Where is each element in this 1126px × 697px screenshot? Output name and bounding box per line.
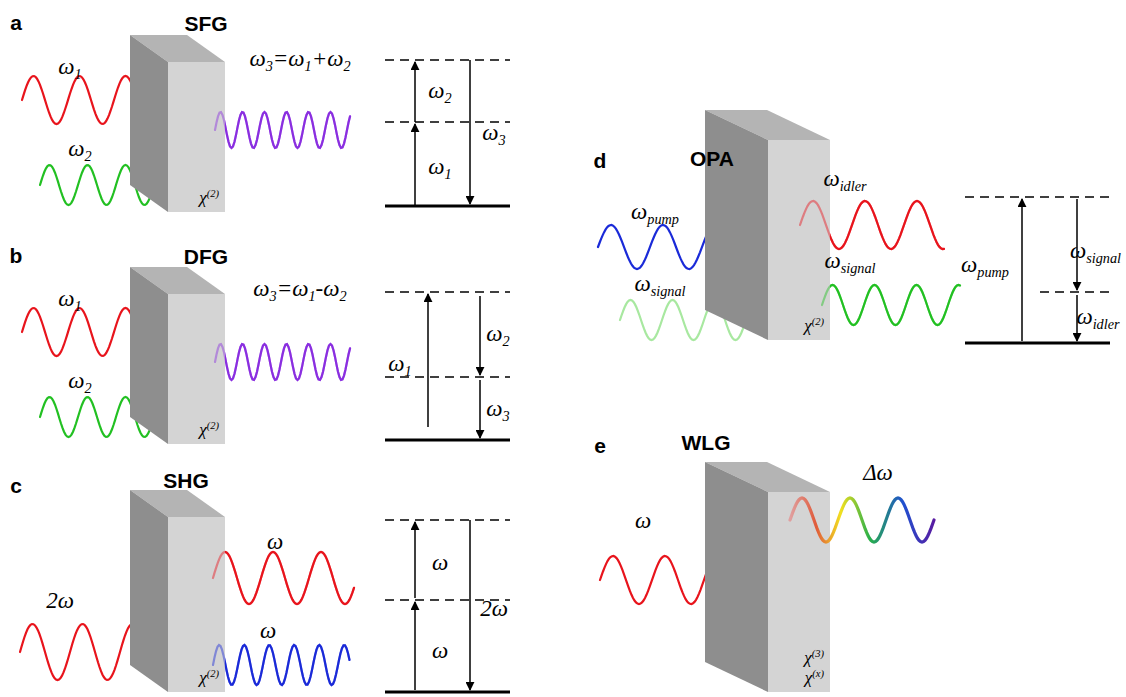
transition-label: ω2 bbox=[428, 79, 451, 105]
wave-label: Δω bbox=[863, 461, 893, 484]
transition-arrow bbox=[414, 62, 416, 122]
transition-label: ω1 bbox=[388, 352, 411, 378]
transition-arrow bbox=[414, 124, 416, 206]
light-wave bbox=[225, 552, 354, 604]
transition-label: ω1 bbox=[428, 155, 451, 181]
light-wave bbox=[830, 201, 944, 249]
transition-label: ω3 bbox=[482, 121, 505, 147]
virtual-level bbox=[385, 291, 510, 293]
wave-label: ω bbox=[260, 619, 276, 642]
light-wave bbox=[215, 112, 350, 148]
wave-label: ωpump bbox=[631, 200, 679, 226]
wave-label: ω bbox=[267, 530, 283, 553]
transition-label: ω3 bbox=[486, 397, 509, 423]
ground-level bbox=[965, 342, 1110, 345]
virtual-level bbox=[385, 519, 510, 521]
susceptibility-label: χ(x) bbox=[805, 668, 824, 688]
virtual-level bbox=[385, 59, 510, 61]
crystal-face bbox=[768, 140, 830, 340]
wave-label: 2ω bbox=[46, 589, 74, 612]
crystal-face bbox=[168, 517, 225, 692]
light-wave bbox=[213, 552, 354, 604]
frequency-equation: ω3=ω1-ω2 bbox=[253, 277, 346, 303]
crystal-node: χ(2) bbox=[168, 517, 225, 692]
frequency-equation: ω3=ω1+ω2 bbox=[249, 47, 350, 73]
transition-arrow bbox=[479, 380, 481, 438]
crystal-node: χ(2) bbox=[768, 140, 830, 340]
crystal-face bbox=[168, 62, 225, 212]
crystal-side bbox=[705, 462, 768, 692]
transition-label: ωsignal bbox=[1070, 239, 1121, 265]
light-wave bbox=[225, 645, 350, 685]
panel-letter: b bbox=[10, 245, 23, 266]
crystal-node: χ(2) bbox=[168, 62, 225, 212]
transition-label: ω2 bbox=[486, 322, 509, 348]
light-wave bbox=[790, 498, 934, 542]
transition-label: ωidler bbox=[1076, 305, 1119, 331]
light-wave bbox=[215, 344, 350, 380]
ground-level bbox=[385, 439, 510, 442]
panel-letter: a bbox=[10, 12, 22, 33]
panel-letter: c bbox=[10, 475, 22, 496]
panel-title: OPA bbox=[690, 148, 734, 169]
panel-title: SHG bbox=[163, 470, 209, 491]
transition-label: ω bbox=[432, 639, 448, 662]
panel-title: DFG bbox=[184, 246, 228, 267]
transition-arrow bbox=[427, 294, 429, 427]
light-wave bbox=[225, 112, 350, 148]
light-wave bbox=[225, 344, 350, 380]
panel-title: SFG bbox=[184, 13, 227, 34]
crystal-face bbox=[768, 492, 830, 692]
light-wave bbox=[822, 285, 960, 325]
crystal-side bbox=[130, 35, 168, 212]
ground-level bbox=[385, 205, 510, 208]
panel-title: WLG bbox=[682, 432, 731, 453]
crystal-face bbox=[168, 294, 225, 444]
virtual-level bbox=[965, 196, 1110, 198]
transition-label: 2ω bbox=[480, 597, 508, 620]
wave-label: ω1 bbox=[58, 55, 81, 81]
virtual-level bbox=[1040, 291, 1110, 293]
energy-diagrams bbox=[385, 60, 1110, 692]
wave-label: ωidler bbox=[823, 167, 866, 193]
light-wave bbox=[800, 201, 944, 249]
transition-arrow bbox=[414, 522, 416, 598]
transition-arrow bbox=[414, 602, 416, 690]
wave-label: ω bbox=[635, 509, 651, 532]
transition-arrow bbox=[1021, 199, 1023, 341]
transition-label: ω bbox=[432, 551, 448, 574]
susceptibility-label: χ(2) bbox=[199, 188, 219, 208]
wave-label: ωsignal bbox=[634, 272, 685, 298]
crystal-node: χ(3)χ(x) bbox=[768, 492, 830, 692]
light-wave bbox=[213, 645, 350, 685]
transition-label: ωpump bbox=[961, 253, 1009, 279]
susceptibility-label: χ(3) bbox=[804, 648, 824, 668]
crystal-side bbox=[130, 490, 168, 692]
wave-label: ω2 bbox=[68, 137, 91, 163]
output-waves bbox=[213, 112, 960, 685]
susceptibility-label: χ(2) bbox=[199, 668, 219, 688]
wave-label: ω1 bbox=[58, 287, 81, 313]
wave-label: ωsignal bbox=[824, 249, 875, 275]
susceptibility-label: χ(2) bbox=[804, 316, 824, 336]
transition-arrow bbox=[479, 296, 481, 375]
crystal-node: χ(2) bbox=[168, 294, 225, 444]
susceptibility-label: χ(2) bbox=[199, 420, 219, 440]
panel-letter: e bbox=[594, 435, 606, 456]
crystals bbox=[130, 35, 830, 692]
wave-label: ω2 bbox=[68, 369, 91, 395]
virtual-level bbox=[385, 376, 510, 378]
ground-level bbox=[385, 691, 510, 694]
crystal-side bbox=[705, 110, 768, 340]
light-wave bbox=[830, 285, 960, 325]
transition-arrow bbox=[469, 60, 471, 204]
transition-arrow bbox=[469, 520, 471, 690]
panel-letter: d bbox=[594, 150, 607, 171]
crystal-side bbox=[130, 267, 168, 444]
